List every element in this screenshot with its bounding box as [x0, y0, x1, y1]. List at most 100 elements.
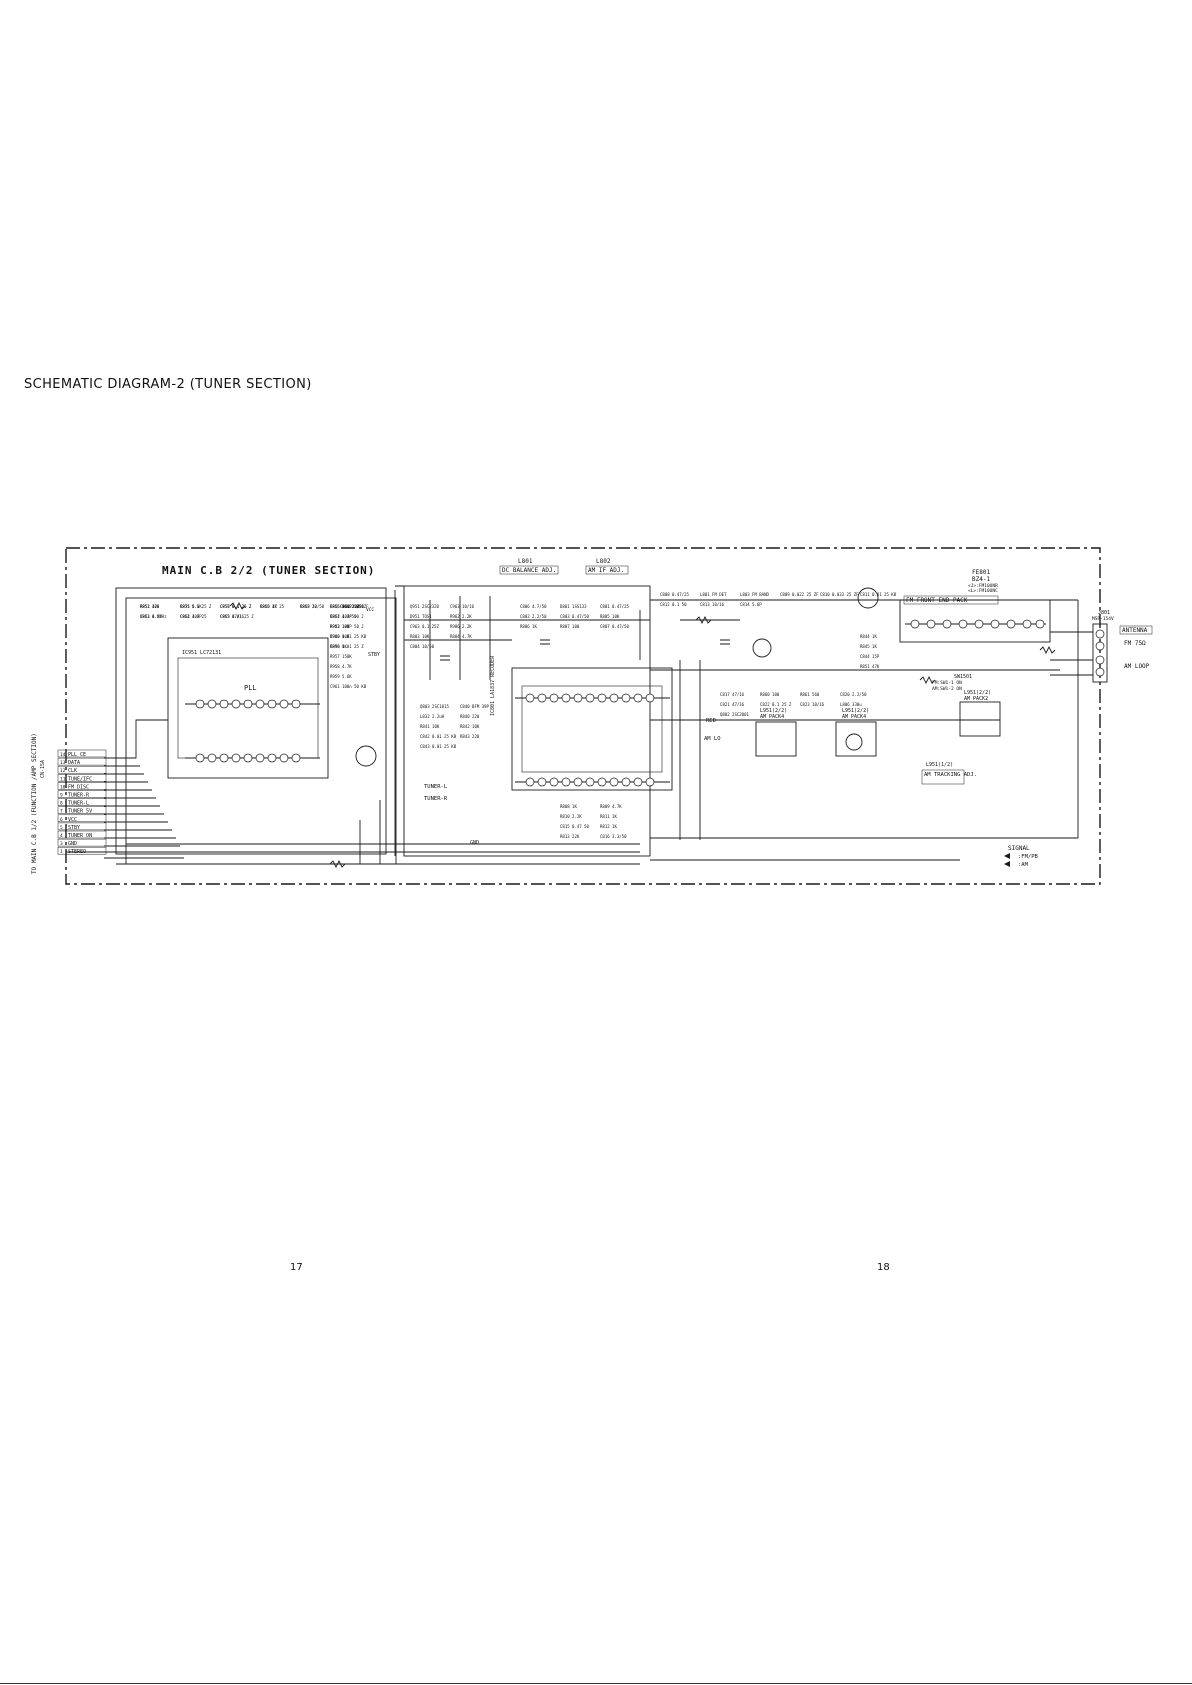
component-label: C867 4.7/50 — [330, 614, 357, 619]
component-label: R803 10K — [410, 634, 430, 639]
component-label: C843 0.01 25 KB — [420, 744, 457, 749]
component-label: R842 10K — [460, 724, 480, 729]
component-label: C856 0.1 25 Z — [220, 604, 252, 609]
component-label: R975 5.6K — [180, 604, 202, 609]
component-label: C963 0.1 25Z — [410, 624, 439, 629]
component-label: C806 4.7/50 — [520, 604, 547, 609]
side-sublabel: CN-15A — [40, 760, 46, 778]
sw-ref: SW1501 — [954, 674, 972, 680]
connector-pin-number: 13 — [60, 760, 66, 766]
net-tuner-r: TUNER-R — [424, 796, 448, 802]
component-label: R809 4.7K — [600, 804, 622, 809]
connector-pin-box — [57, 838, 107, 847]
component-label: R804 4.7K — [450, 634, 472, 639]
component-label: C809 0.022 25 ZF — [780, 592, 819, 597]
sw-line2: AM:SW1-2 ON — [932, 686, 962, 692]
component-label: L803 FM BAND — [740, 592, 769, 597]
component-label: C808 0.47/25 — [660, 592, 689, 597]
component-label: R807 100 — [560, 624, 580, 629]
connector-pin-box — [57, 846, 107, 855]
am-pack-3: AM PACK2 — [964, 696, 988, 702]
connector-pin-number: 1 — [60, 849, 63, 855]
connector-pin-label: FM DISC — [68, 784, 89, 790]
component-label: C840 BFM 39P — [460, 704, 489, 709]
component-label: C957 0.1 25 Z — [220, 604, 252, 609]
front-end-note-b: <L>:FM10UNC — [968, 588, 998, 594]
connector-pin-label: TUNER-R — [68, 793, 90, 799]
connector-pin-number: 5 — [60, 825, 63, 831]
component-label: C898 0.01 25 Z — [330, 644, 364, 649]
component-label: R956 1K — [330, 644, 347, 649]
front-end-pins — [910, 619, 1045, 629]
connector-pin-box — [57, 830, 107, 839]
ic951-label: IC951 LC72131 — [182, 650, 221, 656]
am-pack-1: AM PACK4 — [760, 714, 784, 720]
component-label: R851 47K — [860, 664, 880, 669]
connector-pin-number: 7 — [60, 809, 63, 815]
net-tuner-l: TUNER-L — [424, 784, 448, 790]
component-label: R953 100P 50 J — [330, 624, 364, 629]
l802-ref: L802 — [596, 558, 611, 565]
component-label: R863 22 — [300, 604, 317, 609]
net-vcc: VCC — [366, 607, 374, 613]
connector-pin-box — [57, 822, 107, 831]
component-label: C815 0.47 50 — [560, 824, 589, 829]
component-label: C804 10/50 — [410, 644, 435, 649]
component-label: R852 100 — [140, 604, 160, 609]
ic801-pins — [525, 693, 655, 787]
connector-pin-label: TUNE/IFC — [68, 776, 92, 782]
component-label: R840 220 — [460, 714, 480, 719]
connector-pin-box — [57, 765, 107, 774]
front-end-pack: FM FRONT END PACK — [906, 597, 968, 604]
component-label: R861 560 — [800, 692, 820, 697]
am-pack-2: AM PACK4 — [842, 714, 866, 720]
page-title: SCHEMATIC DIAGRAM-2 (TUNER SECTION) — [24, 377, 312, 392]
connector-pin-label: TUNER-L — [68, 801, 89, 807]
component-label: R955 100P 50 J — [330, 604, 364, 609]
page-number-left: 17 — [290, 1262, 303, 1273]
component-label: C813 10/16 — [700, 602, 725, 607]
pll-pins — [195, 699, 301, 763]
component-label: C820 2.2/50 — [840, 692, 867, 697]
component-label: C844 15P — [860, 654, 880, 659]
net-gnd: GND — [470, 840, 479, 846]
antenna-jack: J801 — [1098, 610, 1110, 616]
component-label: R812 1K — [600, 824, 617, 829]
connector-pin-number: 14 — [60, 752, 66, 758]
connector-pin-number: 8 — [60, 801, 63, 807]
connector-pin-label: STBY — [68, 825, 80, 831]
connector-pin-number: 10 — [60, 784, 66, 790]
component-label: C802 2.2/50 — [520, 614, 547, 619]
component-label: C961 100n 50 KB — [330, 684, 367, 689]
antenna-fm: FM 75Ω — [1124, 640, 1146, 647]
connector-pin-label: TUNER 5V — [68, 809, 92, 815]
component-label: R806 1K — [520, 624, 537, 629]
component-label: C865 47/16 — [220, 614, 245, 619]
connector-pin-box — [57, 798, 107, 806]
l801-note: DC BALANCE ADJ. — [502, 567, 556, 574]
antenna-am: AM LOOP — [1124, 663, 1150, 670]
component-label: R954 100P 50 J — [330, 614, 364, 619]
connector-pin-box — [57, 814, 107, 823]
connector-pin-label: TUNER ON — [68, 833, 92, 839]
net-am-lo: AM LO — [704, 736, 721, 742]
am-tracking-note: AM TRACKING ADJ. — [924, 772, 977, 778]
component-label: C822 0.1 25 Z — [760, 702, 792, 707]
ic801-label: IC801 LA1837 RECODER — [490, 655, 496, 716]
component-label: R903 10K — [330, 634, 350, 639]
connector-pin-label: CLK — [68, 768, 77, 774]
component-label: R808 1K — [560, 804, 577, 809]
component-label: L801 FM DET — [700, 592, 727, 597]
page-bottom-rule — [0, 1683, 1192, 1684]
antenna-jack-model: MSP-154V — [1092, 616, 1114, 622]
component-label: R959 5.6K — [330, 674, 352, 679]
component-label: R902 10K — [330, 624, 350, 629]
component-label: R958 4.7K — [330, 664, 352, 669]
component-label: R986 2.2K — [450, 624, 472, 629]
component-label: C807 0.47/50 — [600, 624, 629, 629]
front-end-note-a: <J>:FM10UNR — [968, 583, 998, 589]
connector-pin-label: DATA — [68, 760, 80, 766]
component-label: R962 2.2K — [450, 614, 472, 619]
component-label: C851 0.1 25 Z — [180, 604, 212, 609]
